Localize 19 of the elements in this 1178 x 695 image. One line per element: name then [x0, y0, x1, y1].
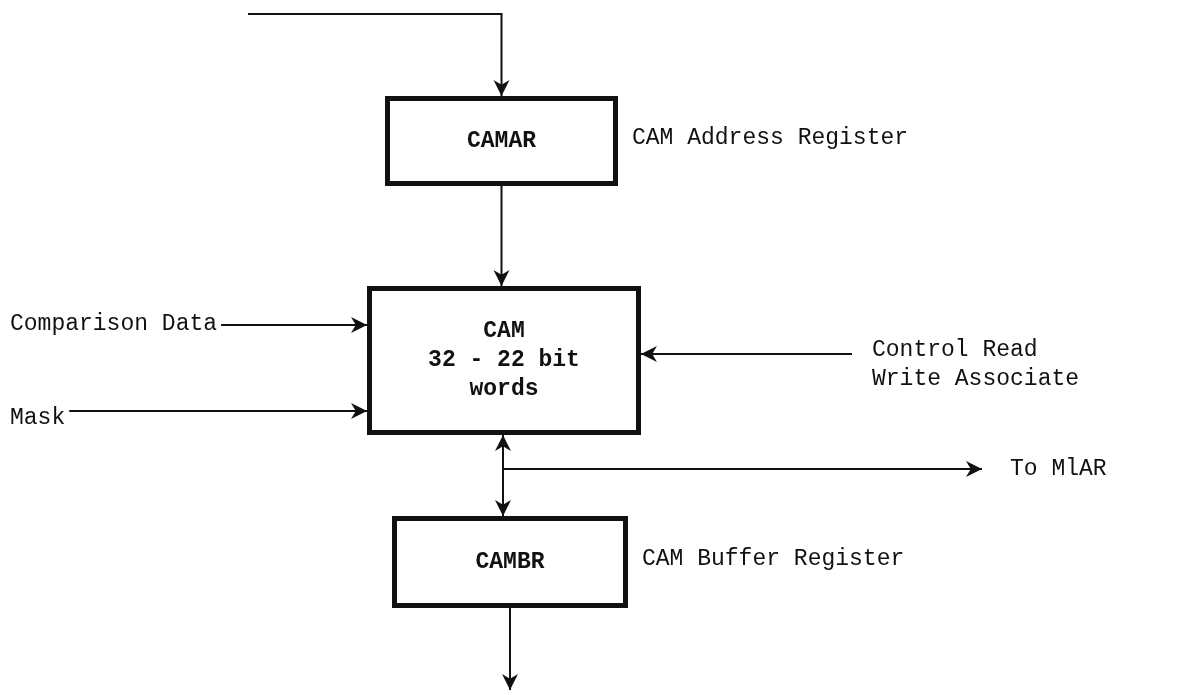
signal-label: Comparison Data	[10, 310, 218, 339]
arrow	[68, 403, 368, 419]
register-caption: CAM Buffer Register	[642, 546, 905, 572]
arrow	[640, 346, 853, 362]
signal-label: Control Read Write Associate	[872, 336, 1081, 394]
register-caption: CAM Address Register	[632, 125, 909, 151]
arrow	[247, 13, 510, 97]
signal-label: To MlAR	[1010, 455, 1107, 484]
register-box	[385, 96, 618, 186]
box-title: CAMAR	[467, 126, 536, 156]
signal-label: Mask	[10, 404, 66, 433]
register-box	[392, 516, 628, 608]
arrow	[220, 317, 368, 333]
arrow	[493, 185, 510, 287]
box-title: CAM	[483, 317, 525, 347]
register-box	[367, 286, 641, 435]
box-description: 32 - 22 bit words	[427, 346, 581, 404]
box-title: CAMBR	[475, 547, 545, 577]
arrow	[502, 607, 518, 691]
